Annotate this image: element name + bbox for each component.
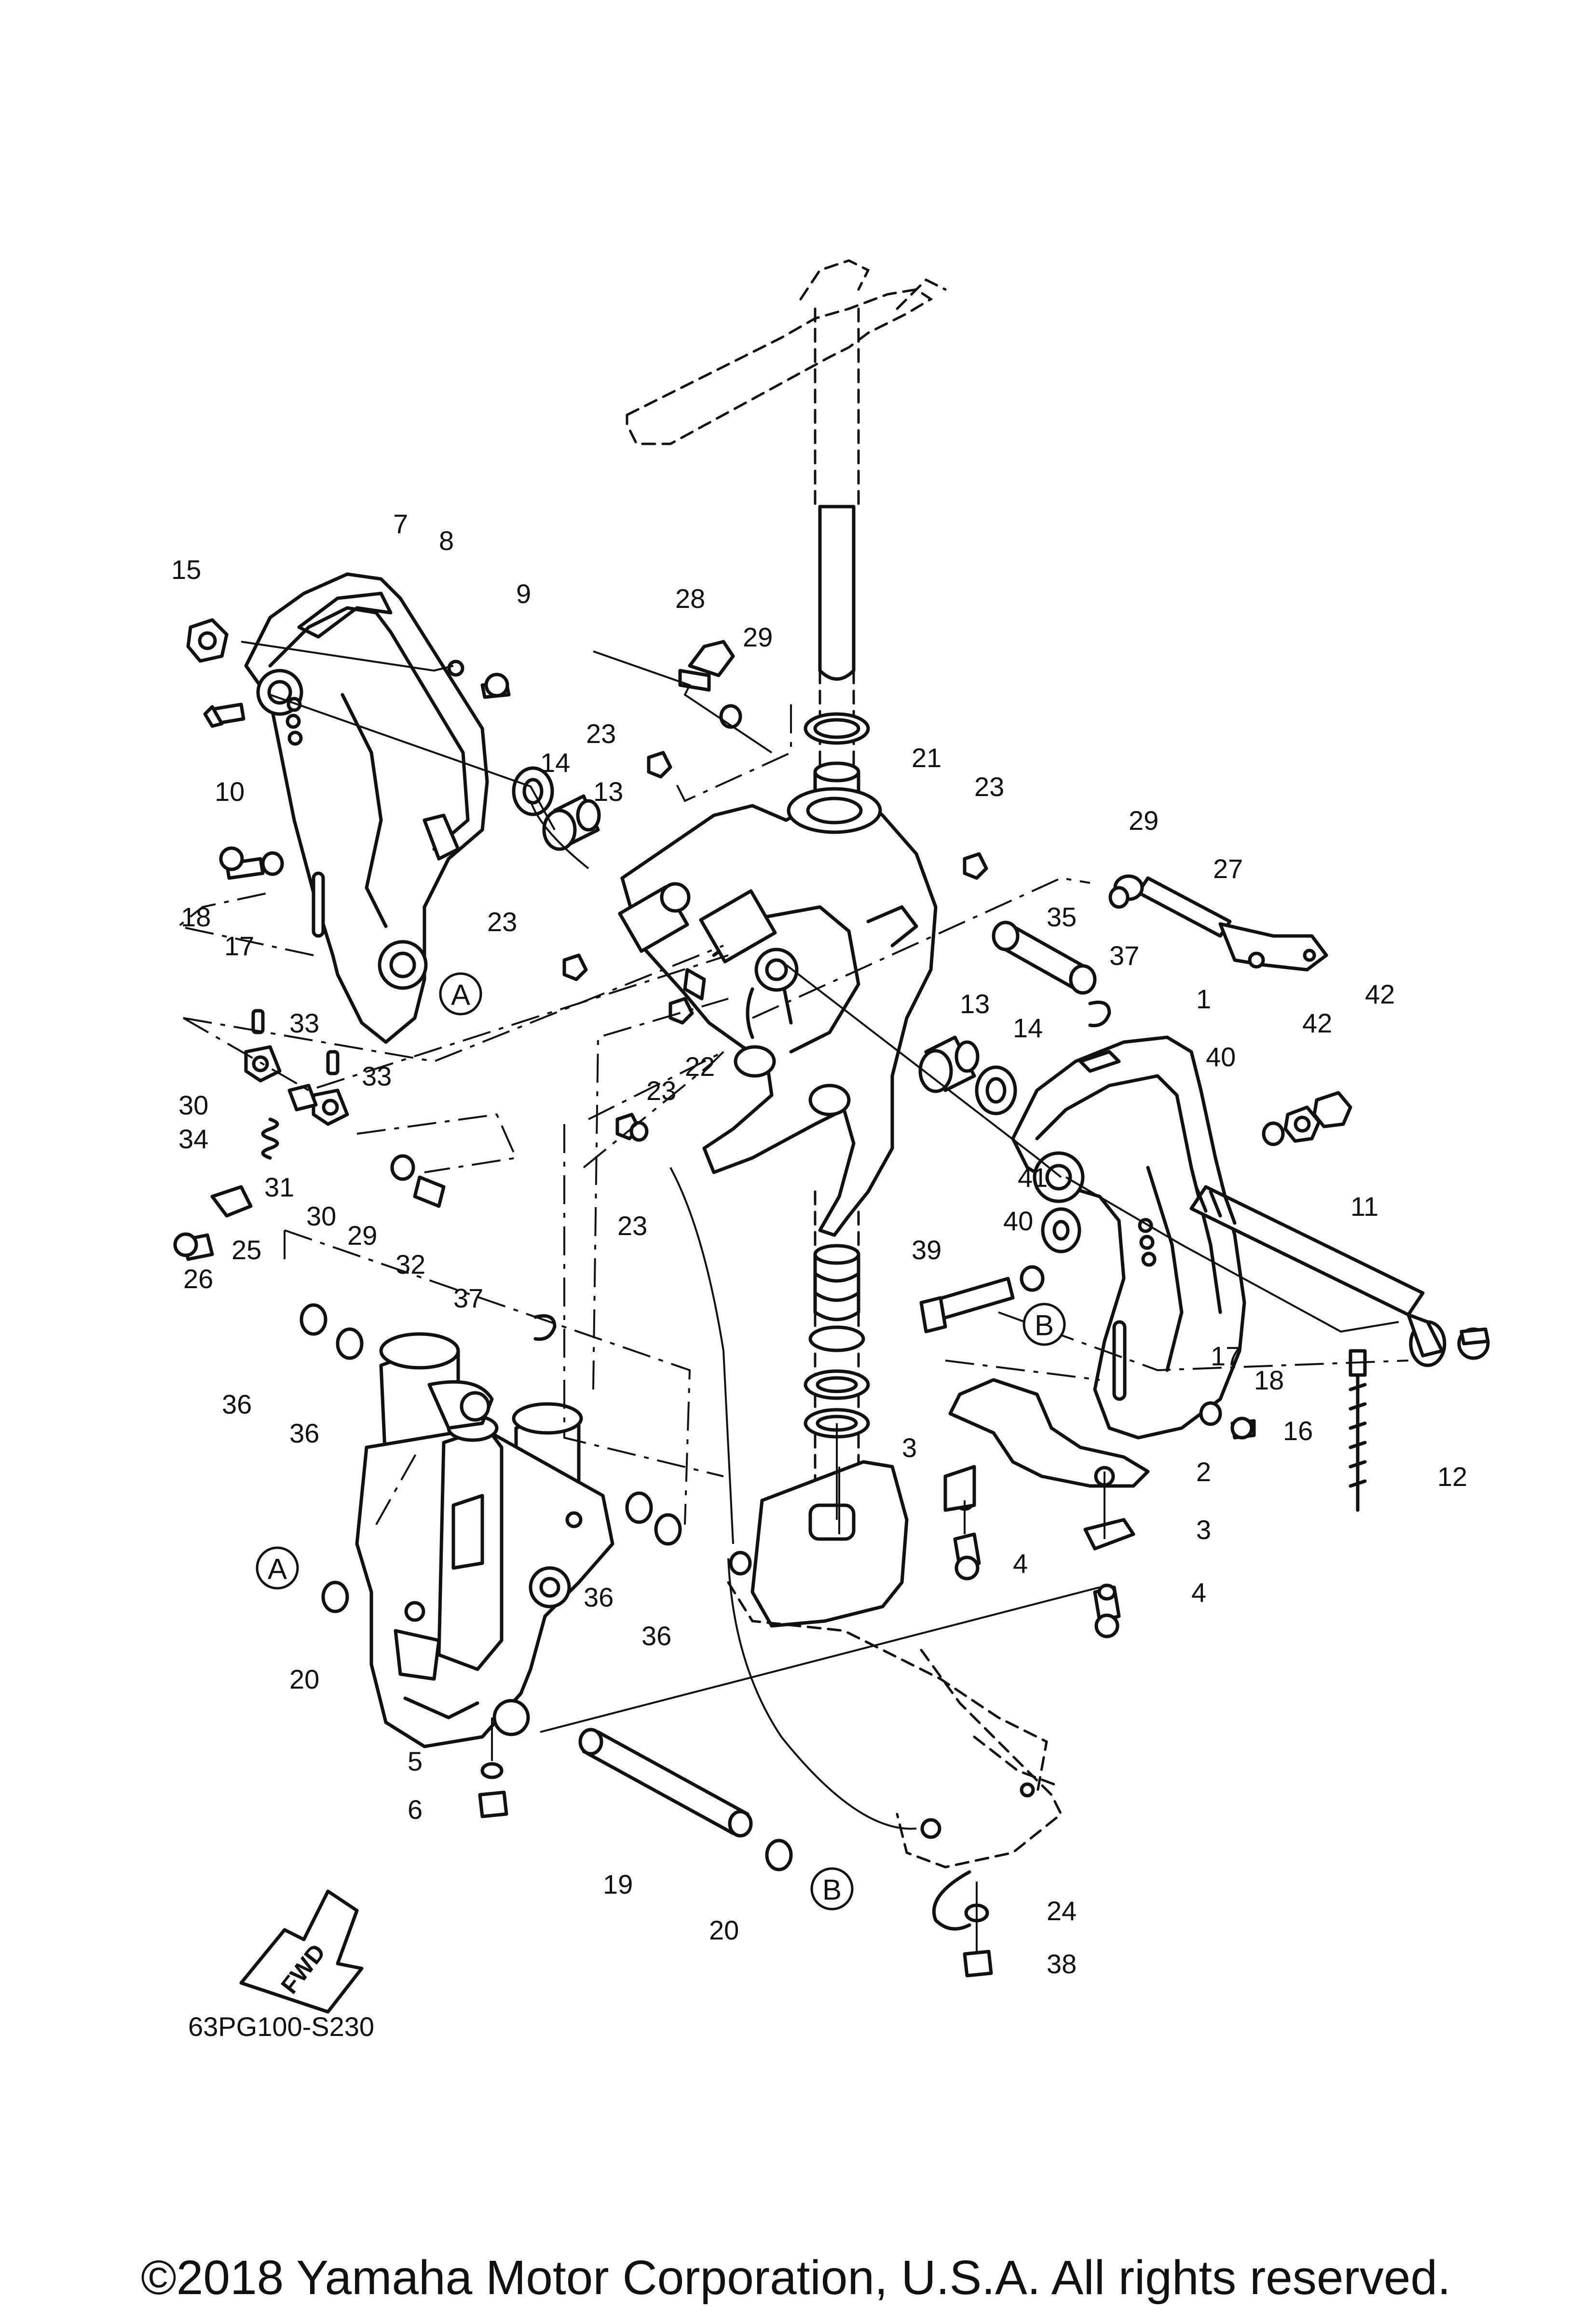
callout-12: 12 — [1437, 1461, 1467, 1492]
callout-20: 20 — [709, 1915, 739, 1945]
callout-14: 14 — [1013, 1013, 1043, 1043]
callout-23: 23 — [487, 907, 517, 937]
callout-3: 3 — [1196, 1514, 1211, 1545]
callout-15: 15 — [171, 554, 201, 585]
reference-markers: A A B B — [256, 972, 1066, 1911]
steering-arm-ghost — [626, 259, 947, 445]
stern-bracket-left — [244, 572, 489, 1044]
tilt-pin — [992, 921, 1097, 995]
callout-25: 25 — [232, 1235, 261, 1265]
callout-20: 20 — [289, 1664, 319, 1694]
callout-33: 33 — [289, 1008, 319, 1038]
part-code: 63PG100-S230 — [188, 2011, 374, 2042]
callout-26: 26 — [183, 1264, 213, 1294]
lower-mount-ghost — [727, 1460, 1063, 1931]
callout-3: 3 — [902, 1432, 917, 1463]
callout-16: 16 — [1283, 1416, 1313, 1446]
callout-6: 6 — [408, 1794, 423, 1825]
callout-8: 8 — [439, 525, 454, 556]
ref-marker-a: A — [256, 1546, 299, 1590]
callout-9: 9 — [516, 578, 531, 609]
callout-13: 13 — [593, 776, 623, 807]
leader-lines — [241, 641, 1399, 1954]
ref-marker-a: A — [439, 972, 482, 1016]
callout-labels: 1 2 3 3 4 4 5 6 7 8 9 10 11 12 13 13 14 … — [171, 509, 1467, 1979]
callout-36: 36 — [289, 1418, 319, 1448]
callout-37: 37 — [1109, 940, 1139, 971]
callout-4: 4 — [1191, 1577, 1206, 1608]
callout-19: 19 — [603, 1869, 633, 1899]
callout-36: 36 — [641, 1621, 671, 1651]
callout-17: 17 — [1211, 1341, 1241, 1371]
callout-23: 23 — [974, 771, 1004, 802]
callout-5: 5 — [408, 1746, 423, 1776]
callout-38: 38 — [1047, 1949, 1077, 1979]
callout-30: 30 — [178, 1090, 208, 1120]
callout-11: 11 — [1350, 1191, 1378, 1222]
svg-text:B: B — [1035, 1309, 1054, 1342]
callout-17: 17 — [224, 931, 254, 961]
callout-36: 36 — [222, 1389, 252, 1419]
callout-41: 41 — [1018, 1162, 1048, 1193]
callout-7: 7 — [393, 509, 408, 539]
callout-34: 34 — [178, 1124, 208, 1154]
callout-18: 18 — [1254, 1365, 1284, 1395]
callout-1: 1 — [1196, 984, 1211, 1014]
callout-39: 39 — [912, 1235, 941, 1265]
parts-drawing — [173, 259, 1490, 2014]
callout-21: 21 — [912, 743, 941, 773]
stern-bracket-right — [1011, 1035, 1246, 1440]
steering-shaft — [814, 307, 860, 1536]
callout-30: 30 — [306, 1201, 336, 1231]
tilt-lever — [1113, 874, 1328, 972]
callout-18: 18 — [181, 902, 211, 932]
bushing-13-upper — [542, 794, 601, 851]
svg-text:B: B — [822, 1874, 842, 1906]
callout-42: 42 — [1365, 979, 1395, 1009]
callout-36: 36 — [584, 1582, 613, 1612]
callout-32: 32 — [395, 1249, 425, 1279]
svg-text:A: A — [451, 979, 470, 1011]
callout-29: 29 — [347, 1220, 377, 1251]
callout-14: 14 — [540, 747, 570, 778]
callout-23: 23 — [646, 1075, 676, 1106]
callout-22: 22 — [685, 1051, 715, 1082]
callout-4: 4 — [1013, 1548, 1028, 1579]
svg-text:A: A — [268, 1553, 287, 1585]
power-trim-tilt-unit — [355, 1332, 614, 1748]
callout-37: 37 — [453, 1283, 483, 1313]
trim-rod — [578, 1728, 753, 1838]
callout-40: 40 — [1003, 1206, 1033, 1236]
callout-28: 28 — [675, 583, 705, 614]
clamp-shaft — [1189, 1185, 1490, 1367]
callout-2: 2 — [1196, 1457, 1211, 1487]
callout-33: 33 — [362, 1061, 392, 1091]
bushing-13-lower — [918, 1035, 980, 1093]
swivel-bracket — [618, 787, 938, 1237]
callout-42: 42 — [1302, 1008, 1332, 1038]
callout-29: 29 — [743, 622, 773, 652]
callout-35: 35 — [1047, 902, 1077, 932]
callout-31: 31 — [264, 1172, 294, 1202]
ref-marker-b: B — [810, 1867, 854, 1911]
callout-40: 40 — [1206, 1042, 1236, 1072]
copyright-notice: ©2018 Yamaha Motor Corporation, U.S.A. A… — [141, 2251, 1451, 2305]
callout-10: 10 — [215, 776, 245, 807]
callout-23: 23 — [586, 718, 616, 749]
fwd-arrow — [239, 1889, 364, 2014]
callout-27: 27 — [1213, 853, 1243, 884]
callout-24: 24 — [1047, 1896, 1077, 1926]
callout-23: 23 — [617, 1210, 647, 1241]
callout-29: 29 — [1129, 805, 1159, 836]
callout-13: 13 — [960, 989, 990, 1019]
ref-marker-b: B — [1022, 1303, 1066, 1346]
